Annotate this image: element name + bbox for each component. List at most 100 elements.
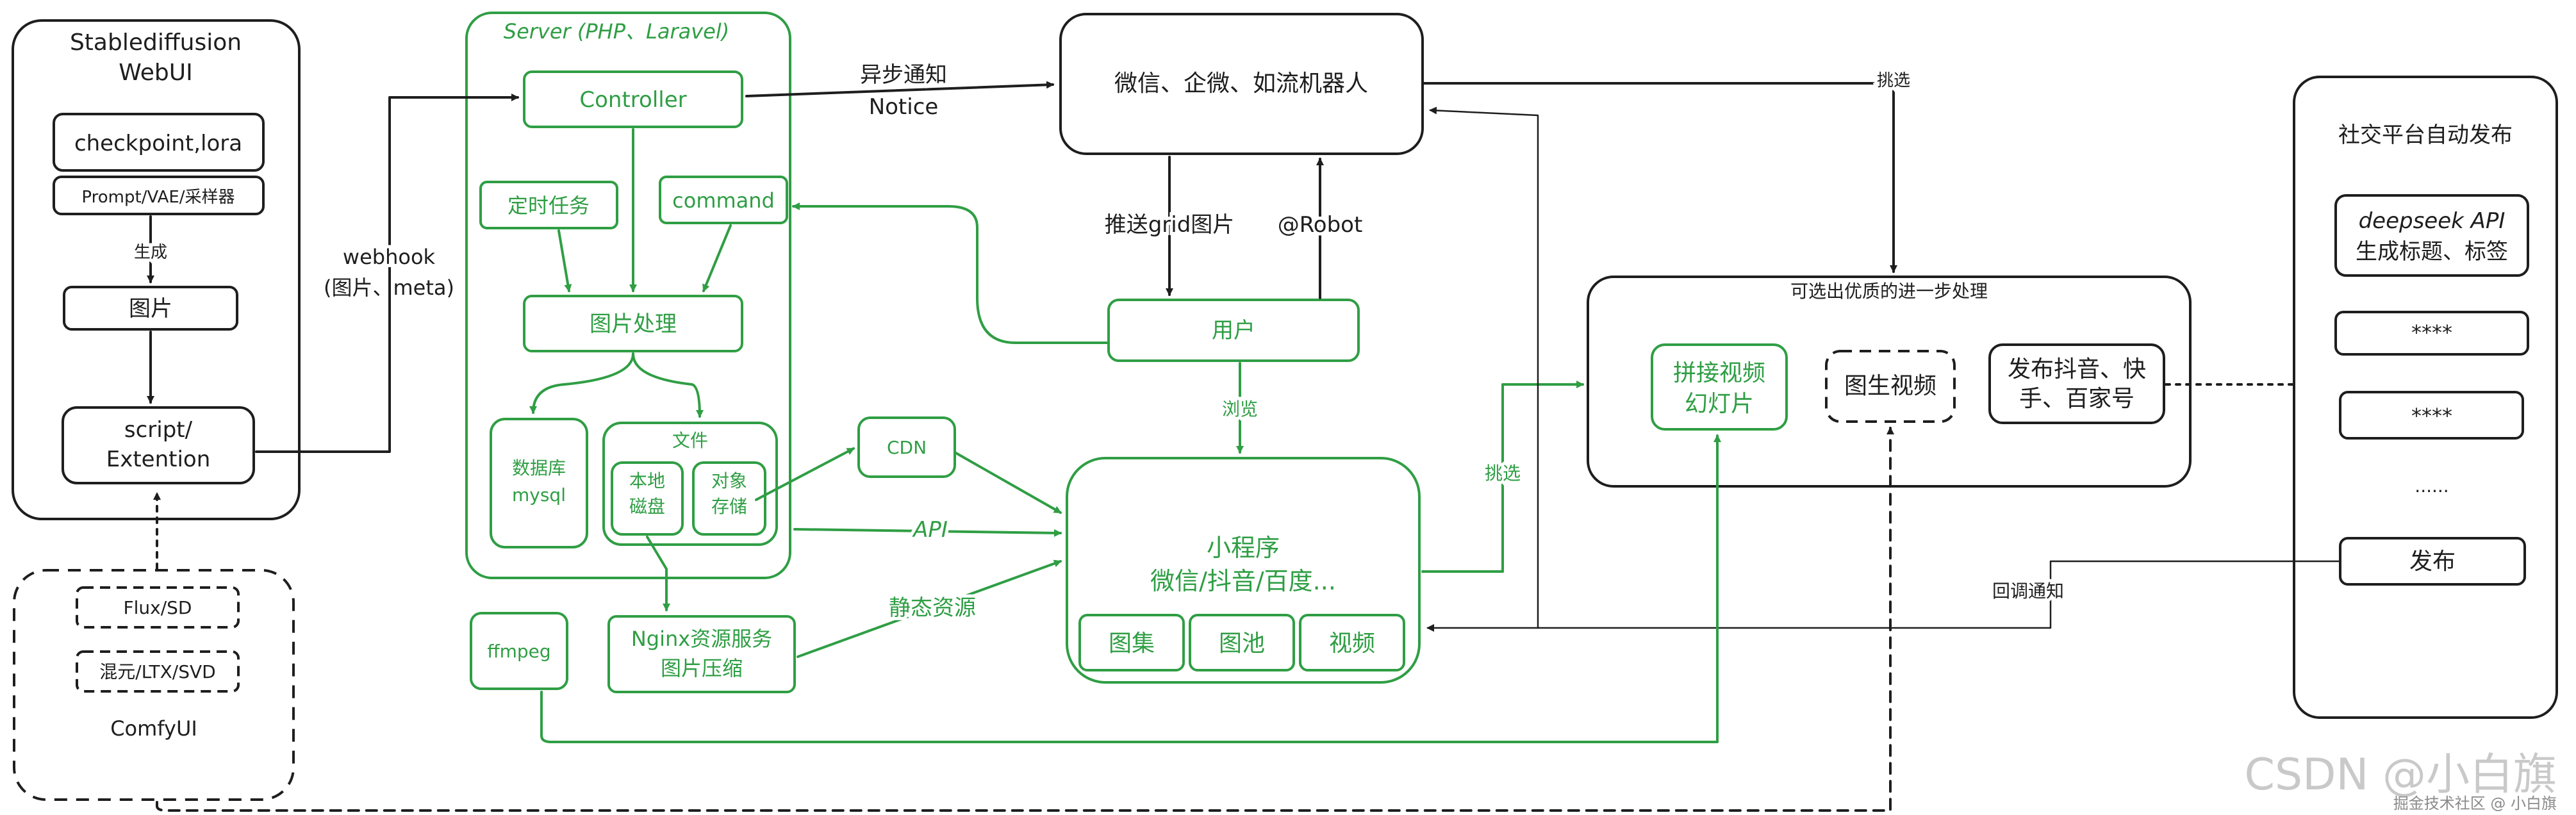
ffmpeg-to-splice-arrow	[540, 434, 1721, 743]
push-grid-label: 推送grid图片	[1105, 212, 1235, 238]
user-label: 用户	[1212, 318, 1255, 343]
cron-to-process-arrow	[557, 229, 572, 292]
webhook-line2: (图片、meta)	[324, 276, 454, 300]
deepseek-line2: 生成标题、标签	[2356, 239, 2508, 265]
db-label-line2: mysql	[512, 484, 566, 506]
ffmpeg-label: ffmpeg	[487, 641, 550, 662]
gallery-box	[1078, 614, 1185, 671]
flux-box	[76, 586, 240, 629]
db-label-line1: 数据库	[512, 457, 566, 479]
select-mini-arrow	[1421, 381, 1584, 573]
user-to-command-arrow	[792, 202, 1110, 344]
webhook-line1: webhook	[343, 245, 436, 269]
user-box	[1107, 299, 1360, 362]
splice-line2: 幻灯片	[1685, 391, 1754, 417]
publish-douyin-line1: 发布抖音、快	[2008, 356, 2146, 383]
sd-title-line2: WebUI	[119, 60, 192, 86]
select-bot-label: 挑选	[1877, 71, 1910, 90]
splice-line1: 拼接视频	[1673, 360, 1765, 386]
robot-label: @Robot	[1278, 212, 1363, 238]
image-process-label: 图片处理	[590, 311, 677, 337]
api-arrow	[793, 528, 1062, 537]
cron-label: 定时任务	[508, 193, 590, 218]
static-arrow	[797, 559, 1062, 658]
nginx-label-line1: Nginx资源服务	[631, 627, 772, 651]
async-notice-line2: Notice	[869, 94, 939, 120]
i2v-label: 图生视频	[1844, 373, 1936, 399]
cdn-box	[857, 416, 956, 478]
controller-label: Controller	[579, 87, 686, 113]
mask1-box	[2334, 311, 2529, 356]
comfyui-title: ComfyUI	[110, 716, 197, 741]
command-box	[659, 176, 788, 224]
nginx-box	[607, 615, 796, 693]
comfyui-to-i2v-arrow	[156, 427, 1894, 812]
video-label: 视频	[1329, 630, 1375, 657]
script-label-line1: script/	[124, 417, 193, 443]
static-res-label: 静态资源	[889, 595, 976, 621]
storage-to-cdn-arrow	[755, 447, 855, 501]
mini-title-line2: 微信/抖音/百度...	[1150, 567, 1336, 595]
publish-douyin-box	[1988, 343, 2165, 424]
mini-title-line1: 小程序	[1207, 534, 1280, 562]
local-disk-box	[611, 461, 684, 536]
server-box	[465, 12, 791, 579]
process-to-db-arrow	[529, 352, 634, 414]
generate-label: 生成	[134, 243, 167, 262]
command-label: command	[672, 188, 775, 213]
object-storage-line2: 存储	[711, 496, 747, 517]
prompt-box	[53, 176, 265, 215]
video-box	[1299, 614, 1405, 671]
select-mini-label: 挑选	[1485, 463, 1521, 484]
deepseek-box	[2334, 194, 2529, 277]
social-title: 社交平台自动发布	[2338, 122, 2513, 148]
db-box	[490, 418, 588, 548]
checkpoint-box	[53, 113, 265, 172]
sd-title-line1: Stablediffusion	[70, 29, 242, 56]
command-to-process-arrow	[702, 224, 732, 292]
controller-box	[523, 70, 743, 128]
sd-webui-box	[12, 19, 301, 520]
pool-box	[1189, 614, 1295, 671]
splice-video-box	[1651, 343, 1788, 431]
server-title: Server (PHP、Laravel)	[504, 19, 729, 44]
script-label-line2: Extention	[106, 447, 211, 472]
hunyuan-label: 混元/LTX/SVD	[99, 661, 215, 682]
image-process-box	[523, 295, 743, 352]
csdn-watermark: CSDN @小白旗	[2245, 750, 2557, 800]
social-box	[2293, 76, 2558, 719]
disk-to-nginx-arrow	[646, 536, 670, 611]
notice-arrow	[745, 81, 1054, 97]
cdn-label: CDN	[887, 437, 927, 458]
local-disk-line1: 本地	[629, 470, 665, 491]
file-box	[602, 422, 778, 546]
object-storage-box	[692, 461, 766, 536]
mask2-box	[2339, 391, 2524, 440]
browse-label: 浏览	[1222, 399, 1258, 420]
juejin-watermark: 掘金技术社区 @ 小白旗	[2393, 794, 2557, 812]
prompt-label: Prompt/VAE/采样器	[81, 188, 235, 207]
api-label: API	[912, 517, 948, 543]
further-title: 可选出优质的进一步处理	[1790, 281, 1988, 302]
gallery-label: 图集	[1109, 630, 1155, 657]
cdn-to-mini-arrow	[954, 451, 1062, 514]
process-to-file-arrow	[632, 352, 704, 418]
file-label: 文件	[672, 430, 708, 451]
local-disk-line2: 磁盘	[629, 496, 665, 517]
i2v-box	[1825, 350, 1956, 423]
pool-label: 图池	[1219, 630, 1265, 657]
async-notice-line1: 异步通知	[860, 62, 947, 88]
image-label: 图片	[129, 296, 172, 322]
hunyuan-box	[76, 650, 240, 693]
bot-label: 微信、企微、如流机器人	[1114, 70, 1368, 97]
miniprogram-box	[1066, 457, 1421, 684]
flux-label: Flux/SD	[124, 597, 192, 618]
ffmpeg-box	[470, 612, 568, 690]
deepseek-line1: deepseek API	[2359, 208, 2506, 234]
cron-box	[479, 181, 618, 229]
callback-line	[1429, 106, 2341, 629]
checkpoint-label: checkpoint,lora	[74, 131, 242, 156]
ellipsis-label: ......	[2415, 475, 2448, 497]
webhook-arrow	[255, 94, 519, 453]
